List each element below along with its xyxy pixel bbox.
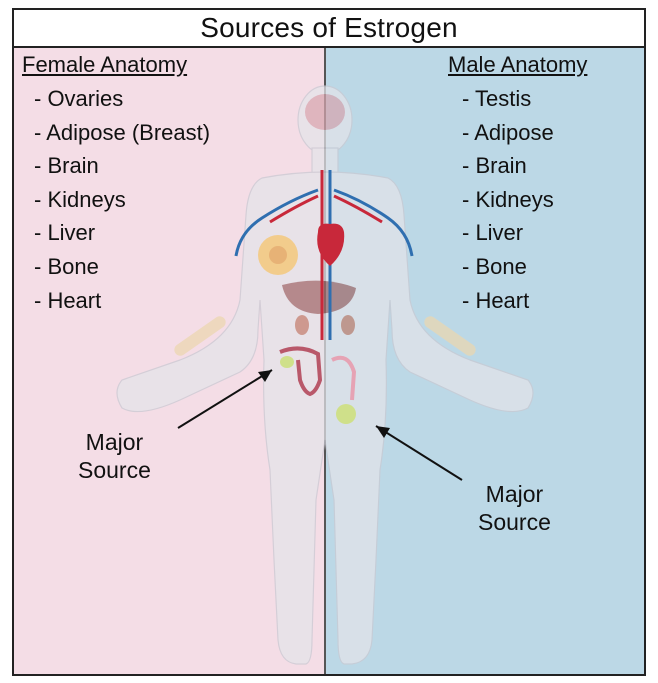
male-anatomy-heading: Male Anatomy	[448, 52, 656, 78]
list-item: - Testis	[462, 82, 554, 116]
list-item: - Liver	[34, 216, 210, 250]
callout-line: Source	[478, 508, 551, 536]
female-sources-list: - Ovaries - Adipose (Breast) - Brain - K…	[34, 82, 210, 317]
brain-icon	[305, 94, 345, 130]
list-item: - Adipose (Breast)	[34, 116, 210, 150]
female-anatomy-heading: Female Anatomy	[22, 52, 187, 78]
list-item: - Adipose	[462, 116, 554, 150]
male-source-arrow	[376, 426, 462, 480]
list-item: - Bone	[462, 250, 554, 284]
male-major-source-label: Major Source	[478, 480, 551, 536]
left-kidney-icon	[295, 315, 309, 335]
list-item: - Heart	[34, 284, 210, 318]
callout-line: Major	[78, 428, 151, 456]
list-item: - Kidneys	[462, 183, 554, 217]
female-major-source-label: Major Source	[78, 428, 151, 484]
list-item: - Heart	[462, 284, 554, 318]
callout-line: Major	[478, 480, 551, 508]
male-sources-list: - Testis - Adipose - Brain - Kidneys - L…	[462, 82, 554, 317]
callout-line: Source	[78, 456, 151, 484]
list-item: - Brain	[34, 149, 210, 183]
list-item: - Brain	[462, 149, 554, 183]
list-item: - Liver	[462, 216, 554, 250]
list-item: - Ovaries	[34, 82, 210, 116]
list-item: - Kidneys	[34, 183, 210, 217]
list-item: - Bone	[34, 250, 210, 284]
right-kidney-icon	[341, 315, 355, 335]
